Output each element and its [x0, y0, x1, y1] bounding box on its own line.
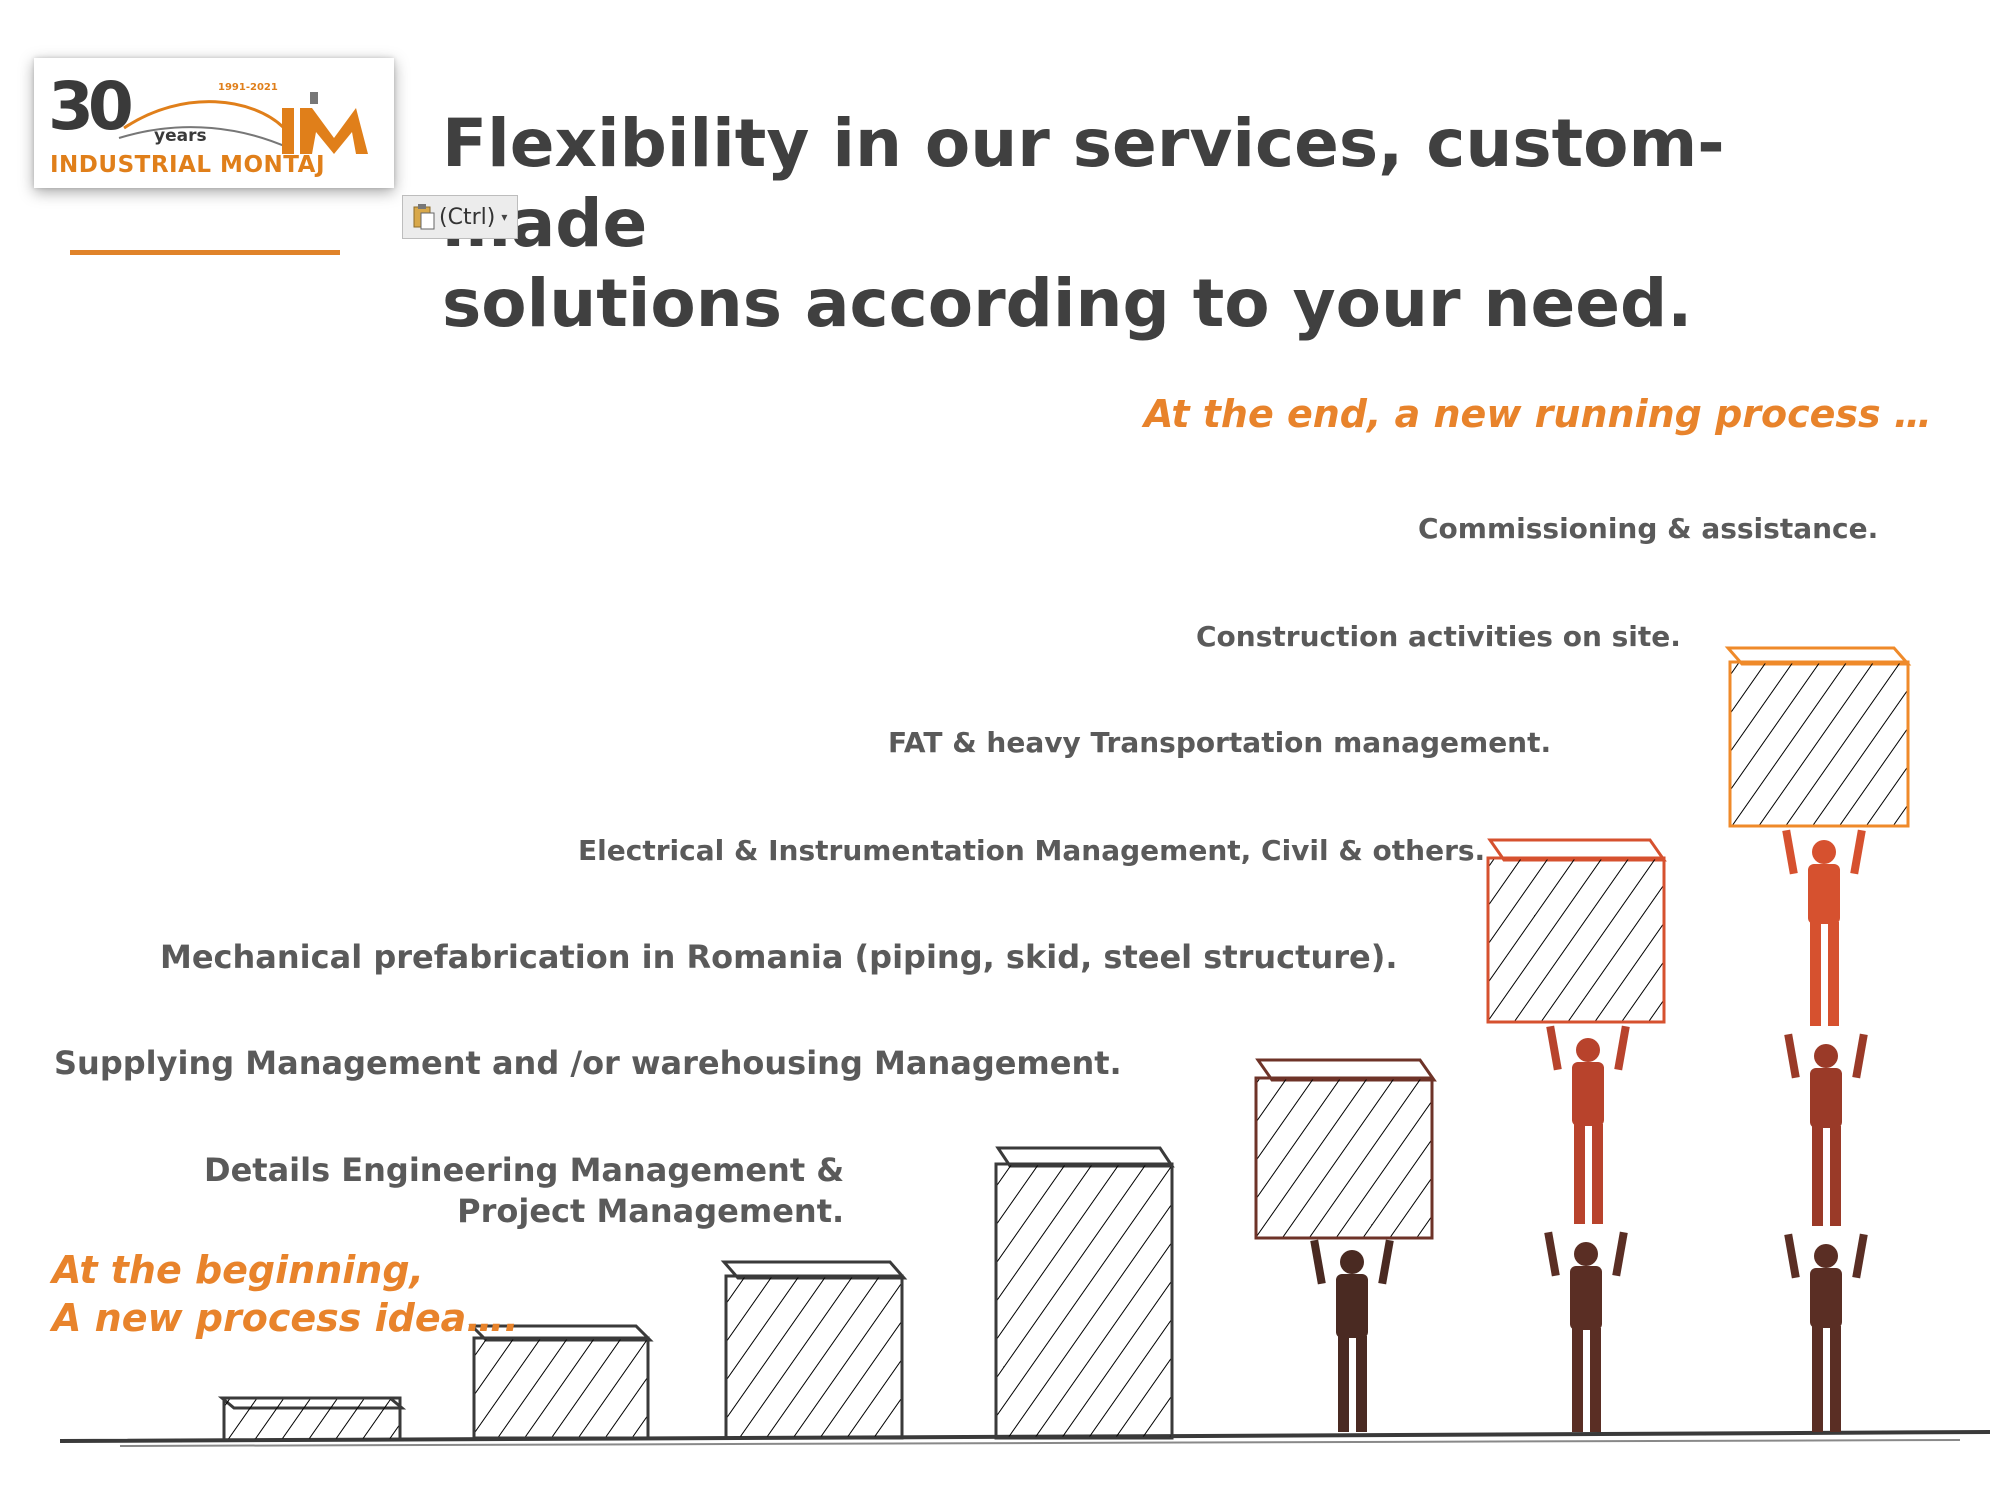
step-supplying: Supplying Management and /or warehousing…	[54, 1044, 1122, 1082]
person-figure	[1310, 1239, 1394, 1432]
end-note: At the end, a new running process …	[1144, 392, 1932, 436]
step-construction: Construction activities on site.	[1196, 620, 1681, 653]
step-engineering: Details Engineering Management & Project…	[204, 1150, 844, 1232]
box-1	[217, 1396, 407, 1442]
stack-column-3	[1724, 646, 1912, 1432]
stack-column-2	[1486, 838, 1667, 1432]
beginning-note: At the beginning, A new process idea….	[52, 1246, 519, 1342]
title-line-2: solutions according to your need.	[442, 265, 1693, 342]
slide-title: Flexibility in our services, custom-made…	[442, 104, 1842, 344]
box-2	[468, 1324, 654, 1440]
company-logo: 30 years 1991-2021 INDUSTRIAL MONTAJ	[34, 58, 394, 188]
clipboard-icon	[413, 203, 435, 231]
logo-number: 30	[48, 68, 134, 145]
im-logo-mark	[118, 92, 368, 154]
step-commissioning: Commissioning & assistance.	[1418, 512, 1879, 545]
paste-options-label: (Ctrl)	[439, 204, 496, 230]
step-engineering-line-2: Project Management.	[457, 1192, 845, 1230]
title-line-1: Flexibility in our services, custom-made	[442, 105, 1725, 262]
chevron-down-icon: ▾	[501, 210, 508, 224]
title-underline	[70, 250, 340, 255]
beginning-line-1: At the beginning,	[52, 1248, 424, 1292]
box-4	[994, 1146, 1175, 1440]
person-figure	[1546, 1025, 1630, 1224]
person-figure	[1784, 1233, 1868, 1432]
step-mechanical: Mechanical prefabrication in Romania (pi…	[160, 938, 1398, 976]
step-electrical: Electrical & Instrumentation Management,…	[578, 834, 1486, 867]
step-fat-transport: FAT & heavy Transportation management.	[888, 726, 1552, 759]
person-figure	[1784, 1033, 1868, 1226]
step-engineering-line-1: Details Engineering Management &	[204, 1151, 845, 1189]
logo-company-name: INDUSTRIAL MONTAJ	[50, 152, 326, 178]
box-3	[720, 1260, 908, 1440]
person-figure	[1544, 1231, 1628, 1432]
logo-range: 1991-2021	[218, 82, 278, 93]
person-figure	[1782, 829, 1866, 1026]
stack-column-1	[1254, 1058, 1437, 1432]
beginning-line-2: A new process idea….	[52, 1296, 519, 1340]
paste-options-button[interactable]: (Ctrl) ▾	[402, 195, 518, 239]
logo-years: years	[154, 126, 207, 146]
